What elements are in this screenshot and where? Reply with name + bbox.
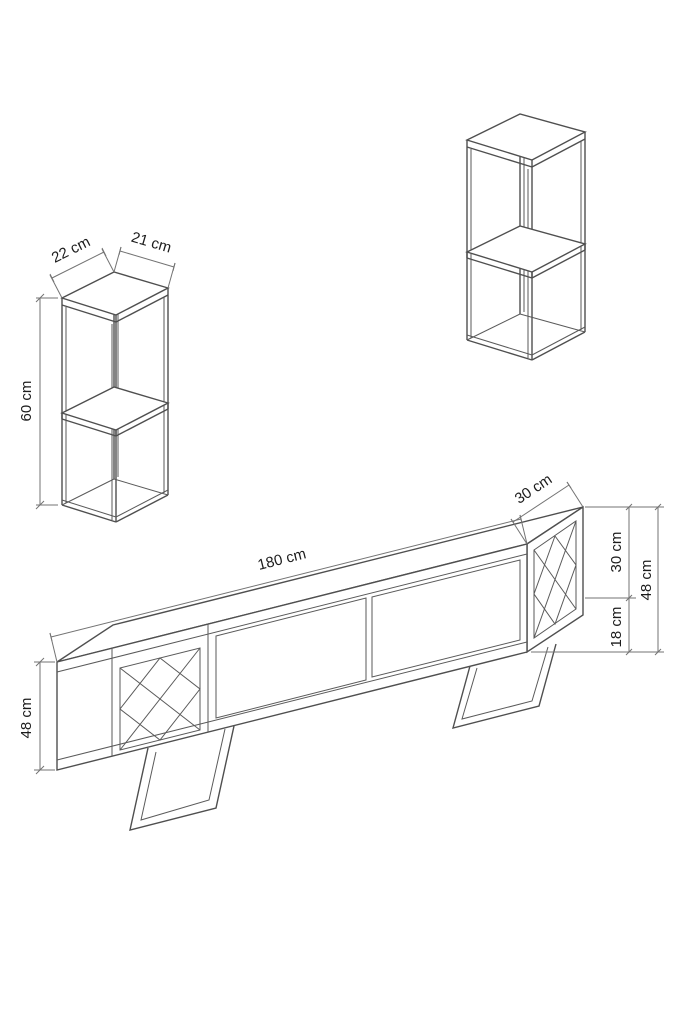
- left-tower-bottom-frame: [61, 478, 169, 523]
- left-shelf-tower: [60, 271, 170, 523]
- right-shelf-tower: [465, 113, 587, 361]
- tv-stand-right-leg: [452, 643, 557, 729]
- right-tower-bottom-frame: [466, 313, 586, 361]
- dim-label-left-tower-width: 21 cm: [129, 229, 173, 257]
- tv-stand-left-x-door: [119, 647, 201, 751]
- tv-stand-left-leg: [129, 725, 235, 831]
- dim-label-tv-right-total: 48 cm: [638, 560, 655, 601]
- dimension-left-tower-height: 60 cm: [18, 293, 58, 510]
- dim-label-tv-height: 48 cm: [18, 698, 35, 739]
- dim-label-tv-length: 180 cm: [256, 545, 308, 573]
- tv-stand-door-left: [215, 597, 367, 719]
- tv-stand-front-face: [56, 543, 528, 771]
- dimension-tv-height: 48 cm: [18, 657, 55, 775]
- dim-label-tv-right-lower: 18 cm: [608, 607, 625, 648]
- dim-label-tv-depth: 30 cm: [512, 471, 555, 508]
- tv-stand-right-x-panel: [533, 520, 577, 639]
- dim-label-left-tower-depth: 22 cm: [49, 233, 93, 266]
- left-tower-middle-shelf: [60, 386, 170, 437]
- tv-stand-front-details: [56, 553, 528, 761]
- tv-stand-door-right: [371, 559, 521, 678]
- left-tower-dimensions: 22 cm 21 cm 60 cm: [18, 229, 176, 510]
- dim-label-tv-right-upper: 30 cm: [608, 532, 625, 573]
- right-tower-top-panel: [465, 113, 587, 168]
- left-tower-top-panel: [60, 271, 170, 323]
- dimension-tv-right-sections: 30 cm 18 cm 48 cm: [531, 503, 664, 656]
- dim-label-left-tower-height: 60 cm: [18, 381, 35, 422]
- right-tower-middle-shelf: [465, 225, 587, 279]
- tv-stand: [56, 505, 584, 831]
